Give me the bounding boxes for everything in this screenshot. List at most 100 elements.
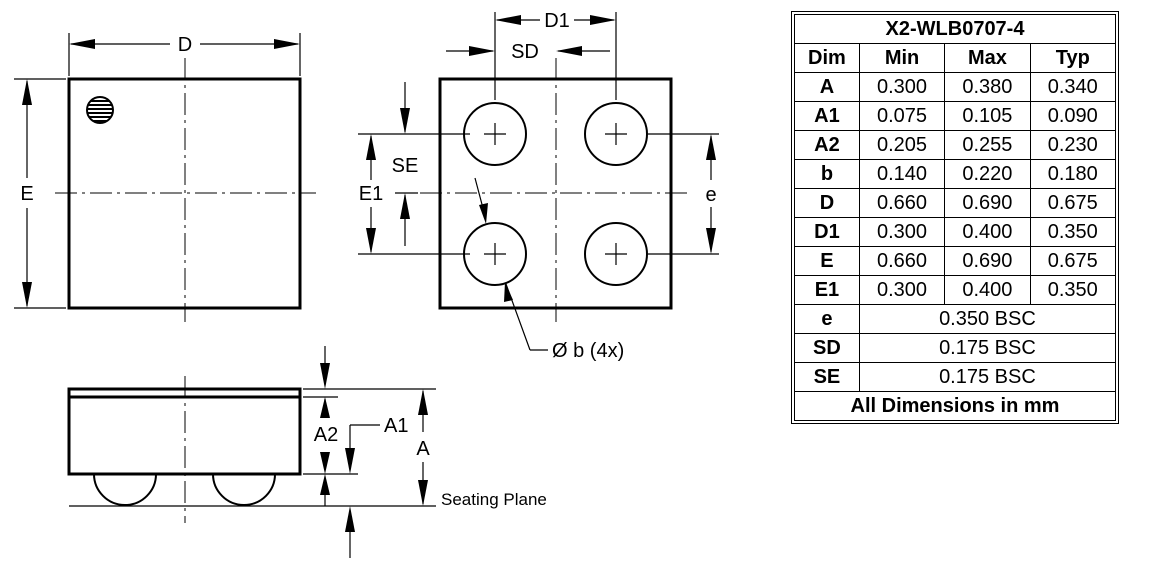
header-typ: Typ bbox=[1029, 43, 1117, 73]
dim-sd-arrow-right bbox=[556, 46, 582, 56]
table-footer-row: All Dimensions in mm bbox=[794, 391, 1116, 421]
dim-se-arrow-bottom bbox=[400, 193, 410, 219]
dim-pitch-arrow-top bbox=[706, 134, 716, 160]
table-header-row: Dim Min Max Typ bbox=[794, 43, 1117, 73]
min-cell: 0.660 bbox=[858, 246, 946, 276]
min-cell: 0.075 bbox=[858, 101, 946, 131]
max-cell: 0.380 bbox=[944, 72, 1031, 102]
typ-cell: 0.675 bbox=[1029, 246, 1117, 276]
dim-a2-arrow-up bbox=[320, 363, 330, 389]
min-cell: 0.300 bbox=[858, 72, 946, 102]
min-cell: 0.140 bbox=[858, 159, 946, 189]
typ-cell: 0.350 bbox=[1029, 275, 1117, 305]
min-cell: 0.205 bbox=[858, 130, 946, 160]
ball-dia-label: Ø b (4x) bbox=[552, 340, 624, 362]
dim-a2-label: A2 bbox=[314, 424, 338, 446]
typ-cell: 0.675 bbox=[1029, 188, 1117, 218]
bottom-view: D1 SD E1 SE e bbox=[358, 10, 719, 362]
dim-e1-label: E1 bbox=[359, 183, 383, 205]
table-title-row: X2-WLB0707-4 bbox=[794, 14, 1116, 44]
dim-cell: A1 bbox=[794, 101, 860, 131]
dim-cell: SE bbox=[794, 362, 860, 392]
seating-plane-label: Seating Plane bbox=[441, 490, 547, 509]
dim-cell: E1 bbox=[794, 275, 860, 305]
dim-d1-arrow-right bbox=[590, 15, 616, 25]
dim-d-arrow-right bbox=[274, 39, 300, 49]
typ-cell: 0.180 bbox=[1029, 159, 1117, 189]
dim-a2-arrow-seat bbox=[320, 474, 330, 495]
min-cell: 0.300 bbox=[858, 275, 946, 305]
dim-a-arrow-bottom bbox=[418, 480, 428, 506]
max-cell: 0.255 bbox=[944, 130, 1031, 160]
dim-e-arrow-top bbox=[22, 79, 32, 105]
dim-e-label: E bbox=[20, 183, 33, 205]
table-footer: All Dimensions in mm bbox=[794, 391, 1116, 421]
side-ball-left bbox=[92, 473, 158, 506]
side-ball-right bbox=[211, 473, 277, 506]
max-cell: 0.105 bbox=[944, 101, 1031, 131]
dim-cell: E bbox=[794, 246, 860, 276]
dim-a2-arrow-low bbox=[320, 452, 330, 474]
dim-se-label: SE bbox=[392, 155, 419, 177]
dim-a-arrow-top bbox=[418, 389, 428, 415]
dim-cell: A2 bbox=[794, 130, 860, 160]
ball-top-right bbox=[584, 102, 648, 166]
ball-top-left bbox=[463, 102, 527, 166]
dim-d-arrow-left bbox=[69, 39, 95, 49]
bsc-value-cell: 0.350 BSC bbox=[858, 304, 1117, 334]
typ-cell: 0.350 bbox=[1029, 217, 1117, 247]
max-cell: 0.690 bbox=[944, 246, 1031, 276]
max-cell: 0.690 bbox=[944, 188, 1031, 218]
dim-cell: e bbox=[794, 304, 860, 334]
dim-sd-label: SD bbox=[511, 41, 539, 63]
side-view: A2 A1 A Seating Plane bbox=[67, 346, 547, 558]
typ-cell: 0.090 bbox=[1029, 101, 1117, 131]
top-view: D E bbox=[14, 33, 316, 322]
max-cell: 0.400 bbox=[944, 217, 1031, 247]
max-cell: 0.400 bbox=[944, 275, 1031, 305]
header-dim: Dim bbox=[794, 43, 860, 73]
dim-e1-arrow-top bbox=[366, 134, 376, 160]
dim-a2-arrow-mid bbox=[320, 397, 330, 418]
dim-e1-arrow-bottom bbox=[366, 228, 376, 254]
ball-dia-arrow-lower bbox=[504, 282, 513, 302]
dim-cell: SD bbox=[794, 333, 860, 363]
dim-cell: D1 bbox=[794, 217, 860, 247]
typ-cell: 0.230 bbox=[1029, 130, 1117, 160]
bsc-value-cell: 0.175 BSC bbox=[858, 333, 1117, 363]
dim-a1-arrow-top bbox=[345, 448, 355, 474]
dim-a-label: A bbox=[416, 438, 430, 460]
ball-bottom-right bbox=[584, 222, 648, 286]
bsc-value-cell: 0.175 BSC bbox=[858, 362, 1117, 392]
dim-a1-label: A1 bbox=[384, 415, 408, 437]
header-max: Max bbox=[944, 43, 1031, 73]
dim-d-label: D bbox=[178, 34, 192, 56]
dim-pitch-label: e bbox=[705, 184, 716, 206]
dim-d1-label: D1 bbox=[544, 10, 570, 32]
dim-se-arrow-top bbox=[400, 108, 410, 134]
min-cell: 0.660 bbox=[858, 188, 946, 218]
dim-cell: b bbox=[794, 159, 860, 189]
table-title: X2-WLB0707-4 bbox=[794, 14, 1116, 44]
header-min: Min bbox=[858, 43, 946, 73]
dim-a1-arrow-bottom bbox=[345, 506, 355, 532]
ball-dia-arrow-upper bbox=[479, 203, 488, 224]
dim-cell: A bbox=[794, 72, 860, 102]
dim-e-arrow-bottom bbox=[22, 282, 32, 308]
max-cell: 0.220 bbox=[944, 159, 1031, 189]
typ-cell: 0.340 bbox=[1029, 72, 1117, 102]
pin1-marker-icon bbox=[86, 96, 114, 124]
